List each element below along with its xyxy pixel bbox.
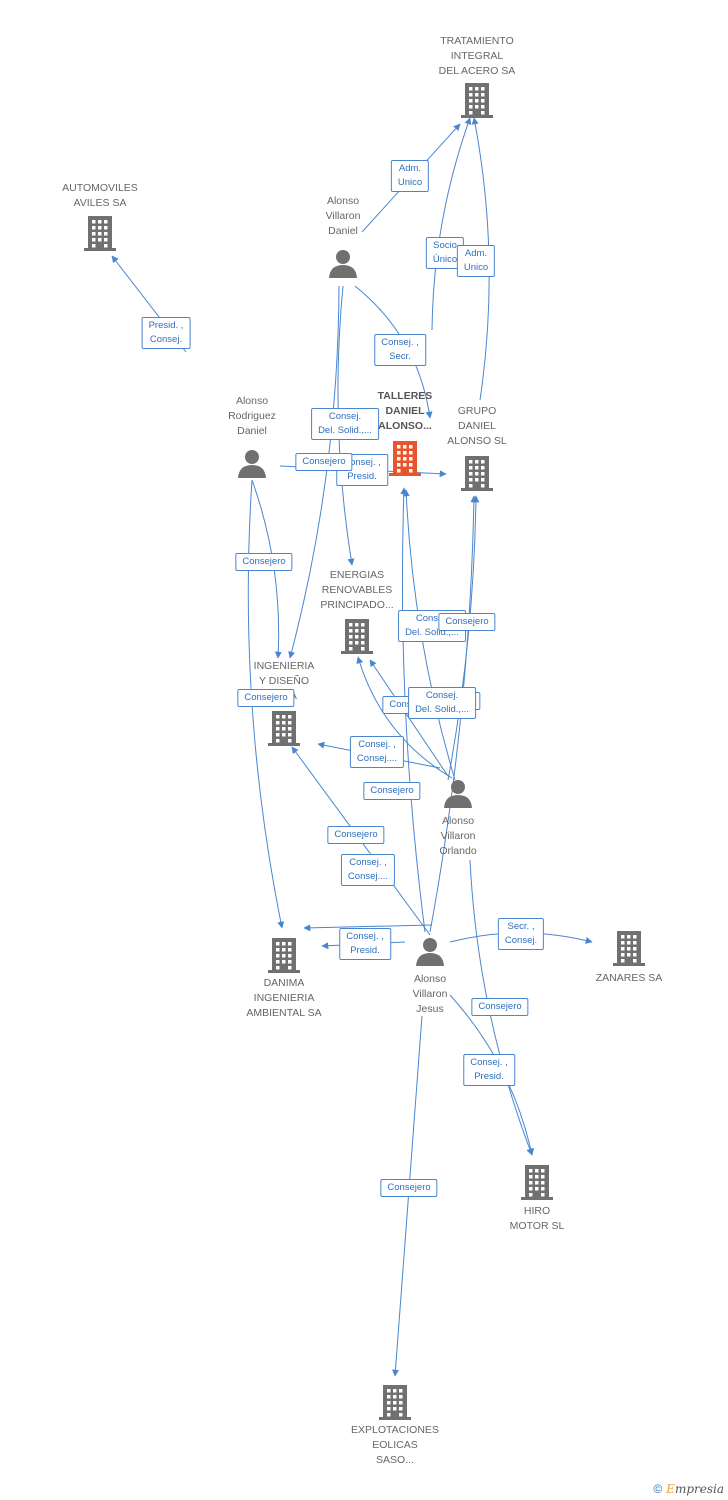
node-label-danima[interactable]: DANIMA INGENIERIA AMBIENTAL SA bbox=[246, 977, 322, 1019]
node-label-alonso_rodriguez[interactable]: Alonso Rodriguez Daniel bbox=[228, 395, 276, 437]
node-label-zanares[interactable]: ZANARES SA bbox=[595, 972, 663, 984]
alonso_daniel-person-icon[interactable] bbox=[329, 250, 357, 278]
grupo-building-icon[interactable] bbox=[461, 456, 493, 491]
zanares-building-icon[interactable] bbox=[613, 931, 645, 966]
node-label-alonso_daniel[interactable]: Alonso Villaron Daniel bbox=[325, 195, 361, 237]
node-label-hiro[interactable]: HIRO MOTOR SL bbox=[509, 1205, 565, 1232]
node-label-grupo[interactable]: GRUPO DANIEL ALONSO SL bbox=[447, 405, 507, 447]
edge-role-label[interactable]: Presid. , Consej. bbox=[141, 317, 191, 349]
edge-role-label[interactable]: Consejero bbox=[237, 689, 295, 707]
edge-role-label[interactable]: Consejero bbox=[327, 826, 385, 844]
copyright-symbol: © bbox=[653, 1482, 663, 1496]
talleres-building-icon[interactable] bbox=[389, 441, 421, 476]
edge-line bbox=[303, 924, 433, 932]
edge-role-label[interactable]: Consej. , Consej.... bbox=[340, 854, 396, 886]
node-label-talleres[interactable]: TALLERES DANIEL ALONSO... bbox=[377, 390, 433, 432]
edge-role-label[interactable]: Consejero bbox=[235, 553, 293, 571]
energias-building-icon[interactable] bbox=[341, 619, 373, 654]
edge-role-label[interactable]: Consej. Del. Solid.,... bbox=[408, 687, 476, 719]
icons-layer bbox=[84, 83, 645, 1420]
edge-role-label[interactable]: Consejero bbox=[471, 998, 529, 1016]
edge-role-label[interactable]: Consejero bbox=[295, 453, 353, 471]
copyright-mark: ©Empresia bbox=[653, 1482, 724, 1496]
edge-role-label[interactable]: Consej. Del. Solid.,... bbox=[311, 408, 379, 440]
alonso_orlando-person-icon[interactable] bbox=[444, 780, 472, 808]
node-label-alonso_jesus[interactable]: Alonso Villaron Jesus bbox=[412, 973, 448, 1015]
alonso_rodriguez-person-icon[interactable] bbox=[238, 450, 266, 478]
brand-logo: Empresia bbox=[666, 1482, 724, 1496]
edge-role-label[interactable]: Consejero bbox=[438, 613, 496, 631]
edge-role-label[interactable]: Consej. , Presid. bbox=[463, 1054, 515, 1086]
alonso_jesus-person-icon[interactable] bbox=[416, 938, 444, 966]
node-label-energias[interactable]: ENERGIAS RENOVABLES PRINCIPADO... bbox=[320, 569, 394, 611]
edge-role-label[interactable]: Consejero bbox=[380, 1179, 438, 1197]
edge-role-label[interactable]: Consejero bbox=[363, 782, 421, 800]
edge-role-label[interactable]: Consej. , Consej.... bbox=[349, 736, 405, 768]
danima-building-icon[interactable] bbox=[268, 938, 300, 973]
edge-role-label[interactable]: Consej. , Secr. bbox=[374, 334, 426, 366]
edge-role-label[interactable]: Consej. , Presid. bbox=[339, 928, 391, 960]
node-label-automoviles[interactable]: AUTOMOVILES AVILES SA bbox=[62, 182, 138, 209]
edge-line bbox=[288, 285, 340, 659]
node-label-tratamiento[interactable]: TRATAMIENTO INTEGRAL DEL ACERO SA bbox=[438, 35, 516, 77]
edge-role-label[interactable]: Secr. , Consej. bbox=[497, 918, 545, 950]
edge-line bbox=[431, 117, 472, 331]
hiro-building-icon[interactable] bbox=[521, 1165, 553, 1200]
ingenieria-building-icon[interactable] bbox=[268, 711, 300, 746]
node-label-alonso_orlando[interactable]: Alonso Villaron Orlando bbox=[439, 815, 477, 857]
explotaciones-building-icon[interactable] bbox=[379, 1385, 411, 1420]
automoviles-building-icon[interactable] bbox=[84, 216, 116, 251]
node-label-explotaciones[interactable]: EXPLOTACIONES EOLICAS SASO... bbox=[351, 1424, 439, 1466]
edge-role-label[interactable]: Adm. Unico bbox=[390, 160, 430, 192]
tratamiento-building-icon[interactable] bbox=[461, 83, 493, 118]
edge-role-label[interactable]: Adm. Unico bbox=[456, 245, 496, 277]
